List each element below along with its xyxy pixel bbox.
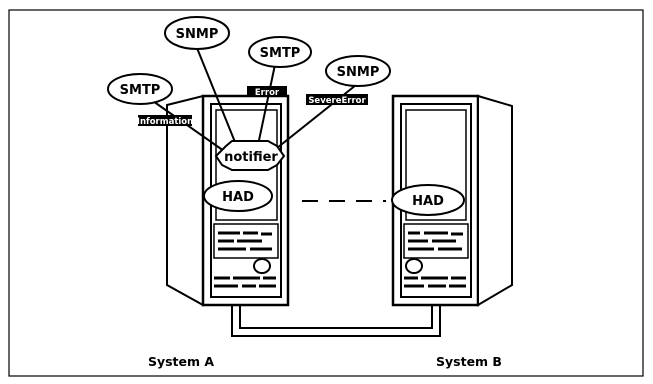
tag-error-label: Error	[255, 88, 280, 98]
node-smtp-top: SMTP	[248, 36, 312, 68]
knob-system-a	[253, 258, 271, 274]
node-snmp-right-label: SNMP	[337, 65, 380, 80]
node-snmp-top-label: SNMP	[176, 27, 219, 42]
interconnect-cable	[231, 305, 441, 337]
node-had-b: HAD	[391, 184, 465, 216]
node-smtp-top-label: SMTP	[260, 46, 301, 61]
tag-information: Information	[137, 115, 193, 127]
node-had-a: HAD	[203, 180, 273, 212]
node-had-a-label: HAD	[222, 190, 254, 205]
node-had-b-label: HAD	[412, 194, 444, 209]
label-system-a: System A	[148, 354, 214, 369]
node-notifier: notifier	[214, 140, 286, 171]
node-snmp-top: SNMP	[164, 16, 230, 50]
diagram-frame	[8, 9, 644, 377]
label-system-b: System B	[436, 354, 502, 369]
node-smtp-left: SMTP	[107, 73, 173, 105]
node-notifier-label: notifier	[224, 150, 278, 165]
tag-information-label: Information	[137, 117, 193, 127]
node-snmp-right: SNMP	[325, 55, 391, 87]
tag-severe-error: SevereError	[306, 94, 368, 106]
tag-error: Error	[247, 86, 287, 98]
knob-system-b	[405, 258, 423, 274]
node-smtp-left-label: SMTP	[120, 83, 161, 98]
tag-severe-error-label: SevereError	[308, 96, 366, 106]
